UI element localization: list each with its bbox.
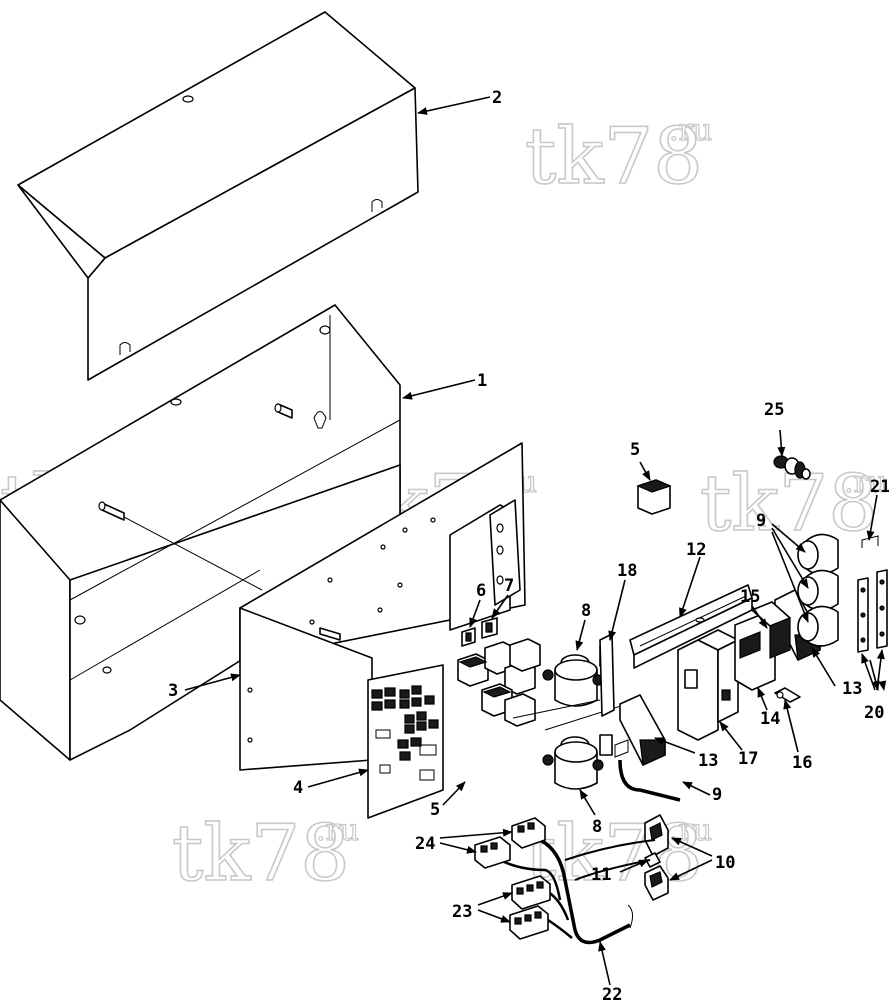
mini-relay-part-6 — [461, 627, 476, 647]
relay-board-part-4 — [367, 664, 444, 819]
callout-23: 23 — [452, 902, 472, 922]
cover-lid-part-2 — [17, 11, 419, 381]
callout-2: 2 — [492, 88, 502, 108]
single-relay-part-5 — [636, 479, 672, 515]
terminal-block-part-15 — [751, 601, 791, 659]
svg-text:.ru: .ru — [669, 113, 712, 148]
watermark: tk78 .ru — [524, 111, 713, 203]
callout-9: 9 — [712, 785, 722, 805]
callout-18: 18 — [617, 561, 637, 581]
callout-8-upper: 8 — [581, 601, 591, 621]
callout-13-left: 13 — [698, 751, 718, 771]
svg-text:.ru: .ru — [844, 465, 887, 500]
grommet-part-25 — [773, 455, 811, 480]
callout-22: 22 — [602, 985, 622, 1000]
callout-24: 24 — [415, 834, 435, 854]
callout-14: 14 — [760, 709, 780, 729]
mounting-plate-part-3 — [239, 442, 526, 771]
end-clamp-part-13-left — [619, 694, 666, 766]
callout-16: 16 — [792, 753, 812, 773]
bracket-part-18 — [599, 633, 615, 717]
connector-part-24-upper — [511, 817, 546, 849]
din-rail-part-12 — [629, 584, 753, 669]
circuit-breaker-part-17 — [677, 629, 739, 741]
watermark: tk78 .ru — [171, 808, 360, 900]
callout-7: 7 — [504, 576, 514, 596]
leader-lines — [184, 96, 887, 986]
callout-19: 9 — [756, 511, 766, 531]
callout-5-upper: 5 — [630, 440, 640, 460]
callout-10: 10 — [715, 853, 735, 873]
callout-17: 17 — [738, 749, 758, 769]
svg-text:tk78: tk78 — [525, 112, 703, 202]
callout-8-lower: 8 — [592, 817, 602, 837]
relay-group-part-5 — [457, 638, 541, 727]
cable-part-9 — [614, 739, 681, 802]
strap-part-20-right — [876, 569, 888, 649]
callout-13-right: 13 — [842, 679, 862, 699]
callout-25: 25 — [764, 400, 784, 420]
svg-text:.ru: .ru — [316, 813, 359, 848]
enclosure-box-part-1 — [0, 304, 401, 761]
connector-part-10-lower — [644, 865, 669, 901]
svg-text:tk78: tk78 — [172, 809, 350, 899]
mini-relay-part-7 — [481, 617, 498, 639]
callout-4: 4 — [293, 778, 303, 798]
solenoid-part-8-lower — [542, 734, 613, 790]
callout-12: 12 — [686, 540, 706, 560]
callout-3: 3 — [168, 681, 178, 701]
connector-part-10-upper — [644, 814, 669, 857]
connector-part-23-upper — [511, 875, 551, 910]
callout-20: 20 — [864, 703, 884, 723]
connector-part-23-lower — [509, 905, 549, 940]
callout-6: 6 — [476, 581, 486, 601]
callout-11: 11 — [591, 865, 611, 885]
callout-15: 15 — [740, 587, 760, 607]
fuse-part-16 — [774, 687, 801, 703]
fuse-holder-part-14 — [734, 614, 776, 691]
capacitor-part-19-bottom — [797, 605, 839, 647]
callout-5-lower: 5 — [430, 800, 440, 820]
callout-21: 21 — [870, 477, 889, 497]
callout-1: 1 — [477, 371, 487, 391]
capacitor-part-19-mid — [797, 569, 839, 611]
strap-part-20-left — [857, 577, 869, 653]
svg-text:.ru: .ru — [669, 813, 712, 848]
watermark: tk78 .ru — [524, 808, 713, 900]
callout-labels: 2 1 3 4 5 5 6 7 8 8 18 12 13 13 17 14 15… — [168, 88, 889, 1000]
connector-part-24-lower — [474, 836, 511, 869]
